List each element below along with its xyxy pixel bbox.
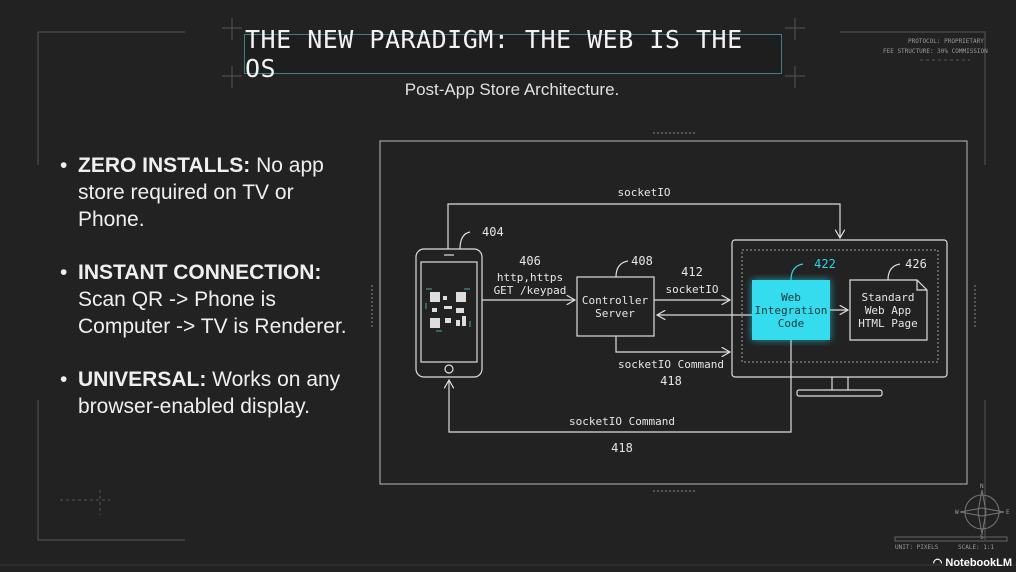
- diagram-label: socketIO: [666, 283, 719, 296]
- diagram-label: Controller: [582, 294, 649, 307]
- feature-list: ZERO INSTALLS: No app store required on …: [60, 152, 360, 446]
- compass-n: N: [980, 483, 984, 490]
- phone-icon: [415, 248, 483, 378]
- diagram-label: Server: [595, 307, 635, 320]
- hud-scale: SCALE: 1:1: [958, 544, 995, 551]
- diagram-label: 422: [814, 257, 836, 271]
- diagram-label: 412: [681, 265, 703, 279]
- diagram-label: 408: [631, 254, 653, 268]
- compass-s: S: [980, 534, 984, 541]
- diagram-label: 418: [611, 441, 633, 455]
- hud-structure: FEE STRUCTURE: 30% COMMISSION: [883, 48, 988, 55]
- notebooklm-logo: ◠ NotebookLM: [932, 557, 1012, 569]
- compass-e: E: [1006, 509, 1010, 516]
- tv-monitor-icon: [731, 239, 948, 378]
- diagram-label: 406: [519, 254, 541, 268]
- diagram-frame: [379, 140, 968, 485]
- feature-universal: UNIVERSAL: Works on any browser-enabled …: [60, 366, 360, 420]
- diagram-label: 426: [905, 257, 927, 271]
- diagram-label: Web: [781, 291, 801, 304]
- hud-unit: UNIT: PIXELS: [895, 544, 939, 551]
- diagram-label: Standard: [862, 291, 915, 304]
- page-subtitle: Post-App Store Architecture.: [404, 80, 620, 99]
- hud-protocol: PROTOCOL: PROPRIETARY: [908, 38, 984, 45]
- notebooklm-icon: ◠: [932, 557, 946, 569]
- feature-instant-connection: INSTANT CONNECTION: Scan QR -> Phone is …: [60, 259, 360, 340]
- compass-w: W: [955, 509, 959, 516]
- qr-code-icon: [425, 288, 471, 332]
- diagram-label: HTML Page: [858, 317, 918, 330]
- diagram-label: GET /keypad: [494, 284, 567, 297]
- compass-icon: [959, 489, 1005, 535]
- diagram-label: socketIO: [618, 186, 671, 199]
- html-page-box: [849, 279, 928, 341]
- feature-zero-installs: ZERO INSTALLS: No app store required on …: [60, 152, 360, 233]
- diagram-label: Code: [778, 317, 805, 330]
- diagram-label: http,https: [497, 271, 563, 284]
- diagram-label: socketIO Command: [618, 358, 724, 371]
- web-integration-code-box: [752, 280, 830, 340]
- diagram-label: Web App: [865, 304, 911, 317]
- diagram-label: 404: [482, 225, 504, 239]
- diagram-label: socketIO Command: [569, 415, 675, 428]
- diagram-label: 418: [660, 374, 682, 388]
- diagram-label: Integration: [755, 304, 828, 317]
